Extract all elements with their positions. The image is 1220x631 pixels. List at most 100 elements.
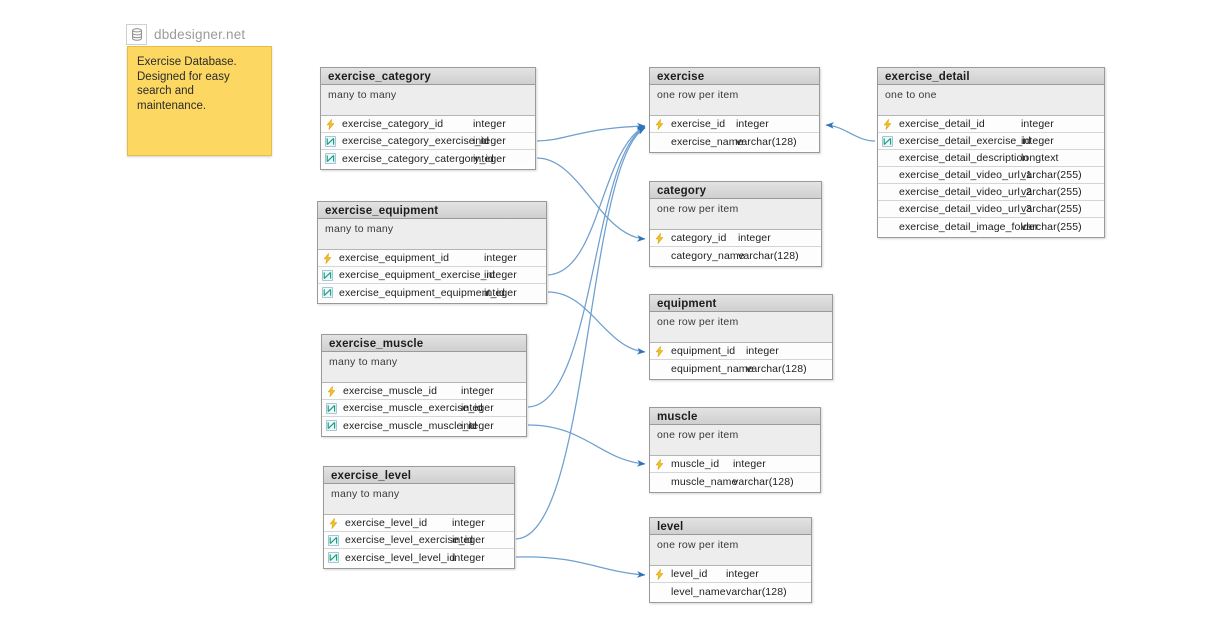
entity-table-subtitle: many to many (324, 484, 514, 515)
relation-icon (321, 153, 340, 164)
column-name: exercise_equipment_id (339, 252, 450, 264)
column-type: integer (1021, 135, 1054, 147)
entity-table-subtitle: many to many (318, 219, 546, 250)
column-type: longtext (1021, 152, 1059, 164)
column-name: level_name (671, 585, 726, 598)
column-type: integer (1021, 118, 1054, 130)
sticky-note-text: Exercise Database. Designed for easy sea… (137, 56, 237, 112)
column-name: equipment_id (671, 345, 736, 357)
column-name: exercise_detail_image_folder (899, 220, 1039, 233)
key-icon (650, 232, 669, 244)
column-name: exercise_equipment_equipment_id (339, 286, 505, 299)
column-type: integer (484, 252, 517, 264)
column-name: exercise_muscle_exercise_id (343, 402, 483, 414)
entity-table-subtitle: one row per item (650, 535, 811, 566)
column-name: exercise_detail_video_url_3 (899, 203, 1032, 215)
column-name: exercise_category_id (342, 118, 444, 130)
key-icon (322, 385, 341, 397)
relation-icon (322, 269, 333, 281)
entity-column-row[interactable]: exercise_equipment_id integer (318, 250, 546, 267)
key-icon (883, 118, 892, 130)
relation-icon (318, 269, 337, 281)
column-type: integer (461, 385, 494, 397)
entity-table-title: exercise_equipment (318, 202, 546, 219)
relation-icon (322, 402, 341, 414)
entity-table-subtitle: one to one (878, 85, 1104, 116)
relation-icon (322, 420, 341, 431)
column-name: exercise_muscle_muscle_id (343, 419, 477, 432)
column-type: integer (738, 232, 771, 244)
relation-icon (882, 135, 893, 147)
column-name: exercise_name (671, 135, 744, 148)
column-name: exercise_level_level_id (345, 551, 456, 564)
relation-icon (321, 135, 340, 147)
column-type: integer (736, 118, 769, 130)
column-name: exercise_category_catergory_id (342, 152, 494, 165)
relation-icon (325, 135, 336, 147)
entity-table-title: exercise (650, 68, 819, 85)
relation-icon (878, 135, 897, 147)
column-name: exercise_category_exercise_id (342, 135, 490, 147)
entity-column-row[interactable]: category_id integer (650, 230, 821, 247)
entity-table-title: exercise_level (324, 467, 514, 484)
key-icon (655, 458, 664, 470)
entity-table-title: level (650, 518, 811, 535)
key-icon (321, 118, 340, 130)
key-icon (655, 568, 664, 580)
column-type: varchar(255) (1021, 220, 1082, 233)
column-name: category_id (671, 232, 727, 244)
column-type: integer (726, 568, 759, 580)
sticky-note[interactable]: Exercise Database. Designed for easy sea… (127, 46, 272, 156)
entity-table-subtitle: one row per item (650, 425, 820, 456)
relation-icon (322, 287, 333, 298)
relation-icon (326, 402, 337, 414)
relation-icon (326, 420, 337, 431)
column-type: integer (484, 286, 517, 299)
entity-table-title: exercise_muscle (322, 335, 526, 352)
key-icon (324, 517, 343, 529)
key-icon (650, 345, 669, 357)
column-type: integer (733, 458, 766, 470)
key-icon (318, 252, 337, 264)
